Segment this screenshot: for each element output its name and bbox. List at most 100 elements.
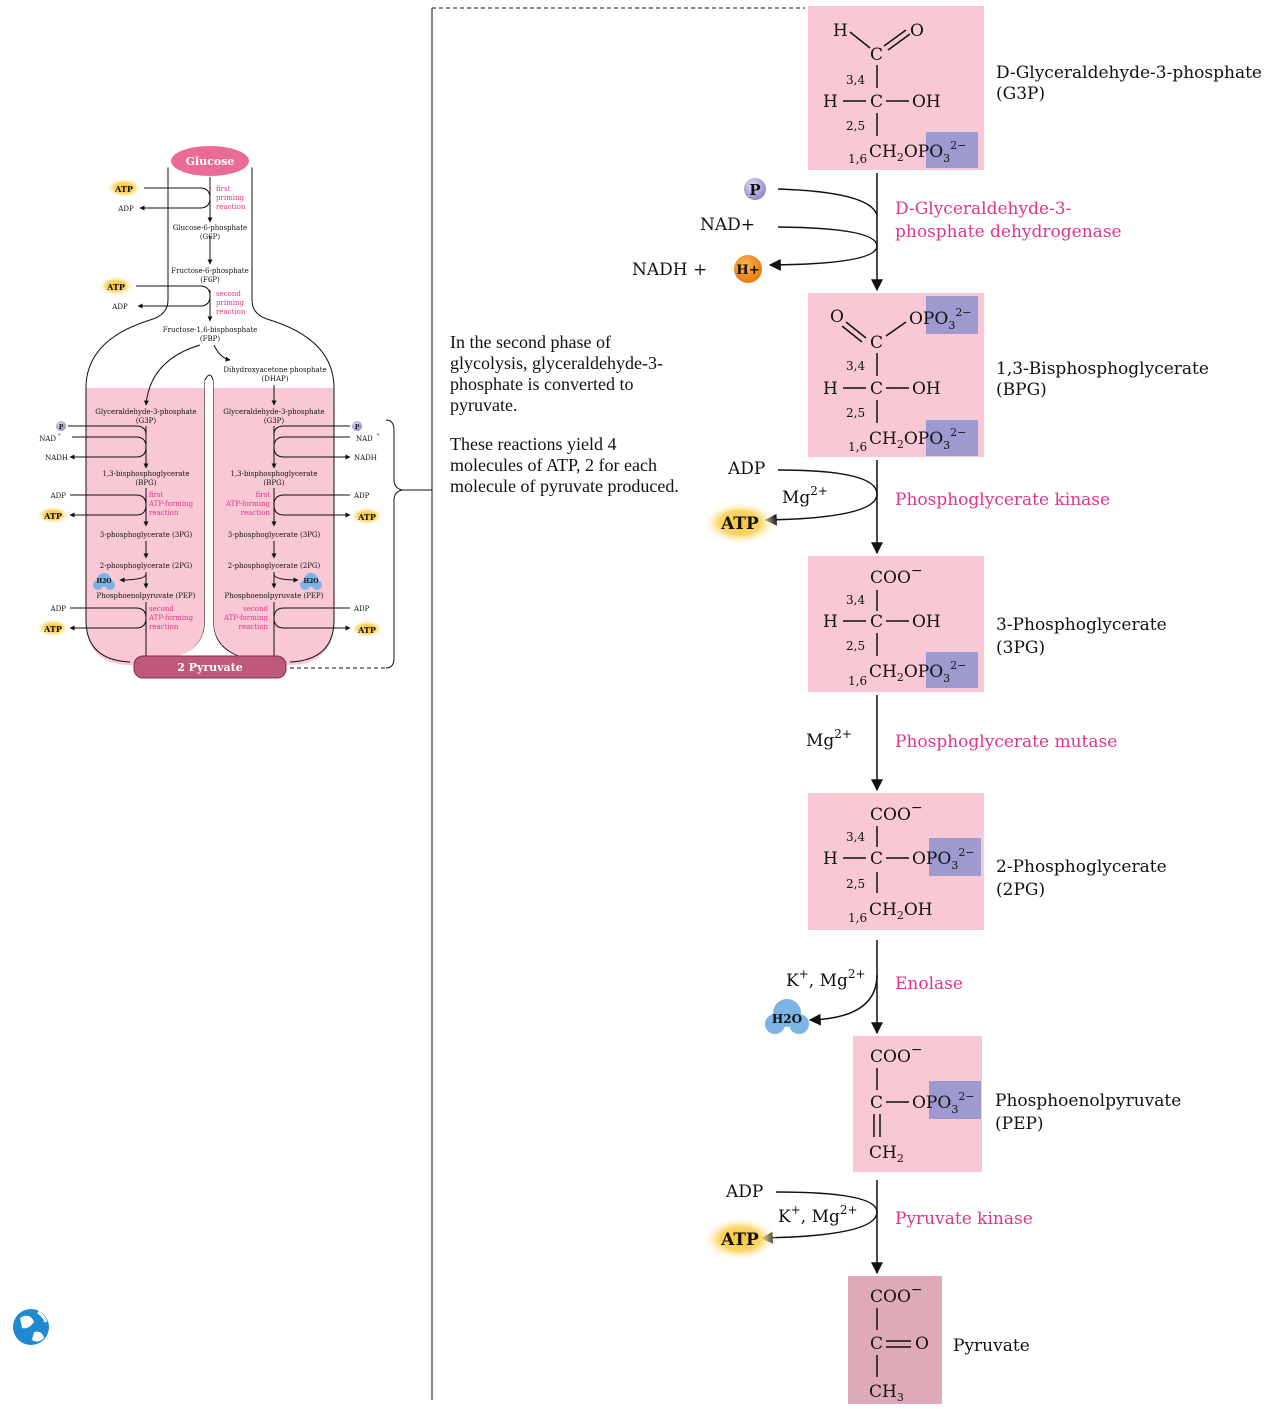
atp-badge: ATP	[720, 1230, 759, 1250]
priming-label: first	[216, 185, 231, 193]
svg-text:CH3: CH3	[869, 1382, 904, 1404]
enzyme-label: Pyruvate kinase	[895, 1209, 1033, 1229]
pathway-detail: H C O 3,4 H C OH 2,5 1,6 CH2OPO32− D-Gly…	[632, 6, 1262, 1404]
enzyme-label: Enolase	[895, 974, 963, 994]
atp-badge: ATP	[114, 184, 133, 194]
mg-label: Mg2+	[782, 484, 828, 508]
bpg-label: 1,3-bisphosphoglycerate	[230, 470, 317, 478]
svg-text:COO−: COO−	[870, 563, 923, 588]
bpg-label: 1,3-bisphosphoglycerate	[102, 470, 189, 478]
nadh-label: NADH +	[632, 260, 707, 280]
svg-text:C: C	[870, 379, 883, 399]
svg-text:OH: OH	[912, 612, 941, 632]
svg-text:C: C	[870, 333, 883, 353]
pep-label: Phosphoenolpyruvate (PEP)	[225, 592, 324, 600]
atp-forming-label: ATP-forming	[225, 500, 271, 508]
adp-label: ADP	[117, 205, 134, 213]
fbp-label: Fructose-1,6-bisphosphate	[163, 326, 257, 334]
svg-text:OH: OH	[912, 379, 941, 399]
svg-text:1,6: 1,6	[848, 440, 867, 454]
fbp-abbr: (FBP)	[200, 335, 220, 343]
svg-text:H: H	[833, 21, 848, 41]
adp-label: ADP	[50, 492, 67, 500]
phosphate-badge: P	[749, 181, 760, 199]
g3p-abbr: (G3P)	[136, 417, 156, 425]
svg-text:2,5: 2,5	[846, 119, 865, 133]
svg-text:CH2OH: CH2OH	[869, 900, 933, 922]
nad-label: NAD+	[700, 215, 755, 235]
mg-label: Mg2+	[806, 727, 852, 751]
adp-label: ADP	[353, 605, 370, 613]
p-badge: P	[59, 424, 64, 431]
compound-name: 3-Phosphoglycerate	[996, 615, 1167, 635]
pep-label: Phosphoenolpyruvate (PEP)	[97, 592, 196, 600]
atp-forming-label: reaction	[241, 509, 271, 517]
adp-label: ADP	[727, 459, 765, 479]
f6p-abbr: (F6P)	[200, 276, 220, 284]
atp-badge: ATP	[720, 514, 759, 534]
pg2-structure: COO− 3,4 H C OPO32− 2,5 1,6 CH2OH	[808, 793, 984, 930]
pg2-label: 2-phosphoglycerate (2PG)	[100, 562, 193, 570]
enzyme-label: Phosphoglycerate mutase	[895, 732, 1117, 752]
svg-text:CH2OPO32−: CH2OPO32−	[869, 139, 966, 165]
adp-label: ADP	[353, 492, 370, 500]
overview-diagram: Glucose ATP ADP first priming reaction G…	[13, 7, 805, 1400]
atp-badge: ATP	[357, 625, 376, 635]
svg-text:3,4: 3,4	[846, 830, 865, 844]
nad-label: NAD	[39, 435, 56, 443]
compound-abbr: (G3P)	[996, 84, 1045, 104]
pyruvate-node	[133, 655, 287, 679]
nadh-label: NADH	[354, 454, 377, 462]
g3p-abbr: (G3P)	[264, 417, 284, 425]
atp-forming-label: reaction	[239, 623, 269, 631]
compound-abbr: (2PG)	[996, 880, 1045, 900]
svg-text:H: H	[823, 379, 838, 399]
atp-forming-label: second	[243, 605, 268, 613]
svg-text:H: H	[823, 92, 838, 112]
atp-forming-label: ATP-forming	[223, 614, 269, 622]
g6p-label: Glucose-6-phosphate	[173, 224, 247, 232]
compound-name: Pyruvate	[953, 1336, 1030, 1356]
k-mg-label: K+, Mg2+	[778, 1203, 858, 1227]
svg-text:O: O	[910, 21, 924, 41]
pyruvate-label: 2 Pyruvate	[177, 661, 243, 674]
enzyme-label: phosphate dehydrogenase	[895, 222, 1122, 242]
atp-forming-label: reaction	[149, 623, 179, 631]
compound-abbr: (PEP)	[995, 1114, 1044, 1134]
dhap-label: Dihydroxyacetone phosphate	[223, 366, 326, 374]
svg-text:C: C	[870, 92, 883, 112]
h-ion-badge: H+	[736, 263, 759, 278]
pyruvate-structure: COO− C O CH3	[848, 1276, 942, 1404]
glucose-node	[171, 146, 249, 176]
pg3-structure: COO− 3,4 H C OH 2,5 1,6 CH2OPO32−	[808, 556, 984, 692]
priming-label: second	[216, 290, 241, 298]
water-icon: H2O	[765, 999, 809, 1034]
g3p-label: Glyceraldehyde-3-phosphate	[95, 408, 196, 416]
svg-text:C: C	[870, 849, 883, 869]
adp-label: ADP	[111, 303, 128, 311]
svg-text:1,6: 1,6	[848, 911, 867, 925]
bpg-structure: O C OPO32− 3,4 H C OH 2,5 1,6 CH2OPO32−	[808, 293, 984, 457]
pg3-label: 3-phosphoglycerate (3PG)	[228, 531, 321, 539]
svg-text:3,4: 3,4	[846, 593, 865, 607]
atp-badge: ATP	[357, 512, 376, 522]
svg-text:CH2OPO32−: CH2OPO32−	[869, 659, 966, 685]
enzyme-label: D-Glyceraldehyde-3-	[895, 199, 1071, 219]
water-icon: H2O	[300, 573, 322, 590]
right-branch: Glyceraldehyde-3-phosphate (G3P) P NAD +…	[223, 408, 384, 661]
g6p-abbr: (G6P)	[200, 233, 220, 241]
enzyme-label: Phosphoglycerate kinase	[895, 490, 1110, 510]
f6p-label: Fructose-6-phosphate	[171, 267, 249, 275]
pep-structure: COO− C OPO32− CH2	[853, 1036, 982, 1172]
phase-description: In the second phase of glycolysis, glyce…	[450, 332, 680, 515]
svg-text:3,4: 3,4	[846, 359, 865, 373]
svg-text:C: C	[870, 1093, 883, 1113]
svg-text:CH2OPO32−: CH2OPO32−	[869, 426, 966, 452]
globe-icon	[13, 1309, 49, 1345]
plus-sign: +	[57, 432, 61, 438]
compound-name: D-Glyceraldehyde-3-phosphate	[996, 63, 1262, 83]
svg-text:C: C	[870, 1334, 883, 1354]
priming-label: priming	[216, 299, 244, 307]
priming-label: reaction	[216, 203, 246, 211]
